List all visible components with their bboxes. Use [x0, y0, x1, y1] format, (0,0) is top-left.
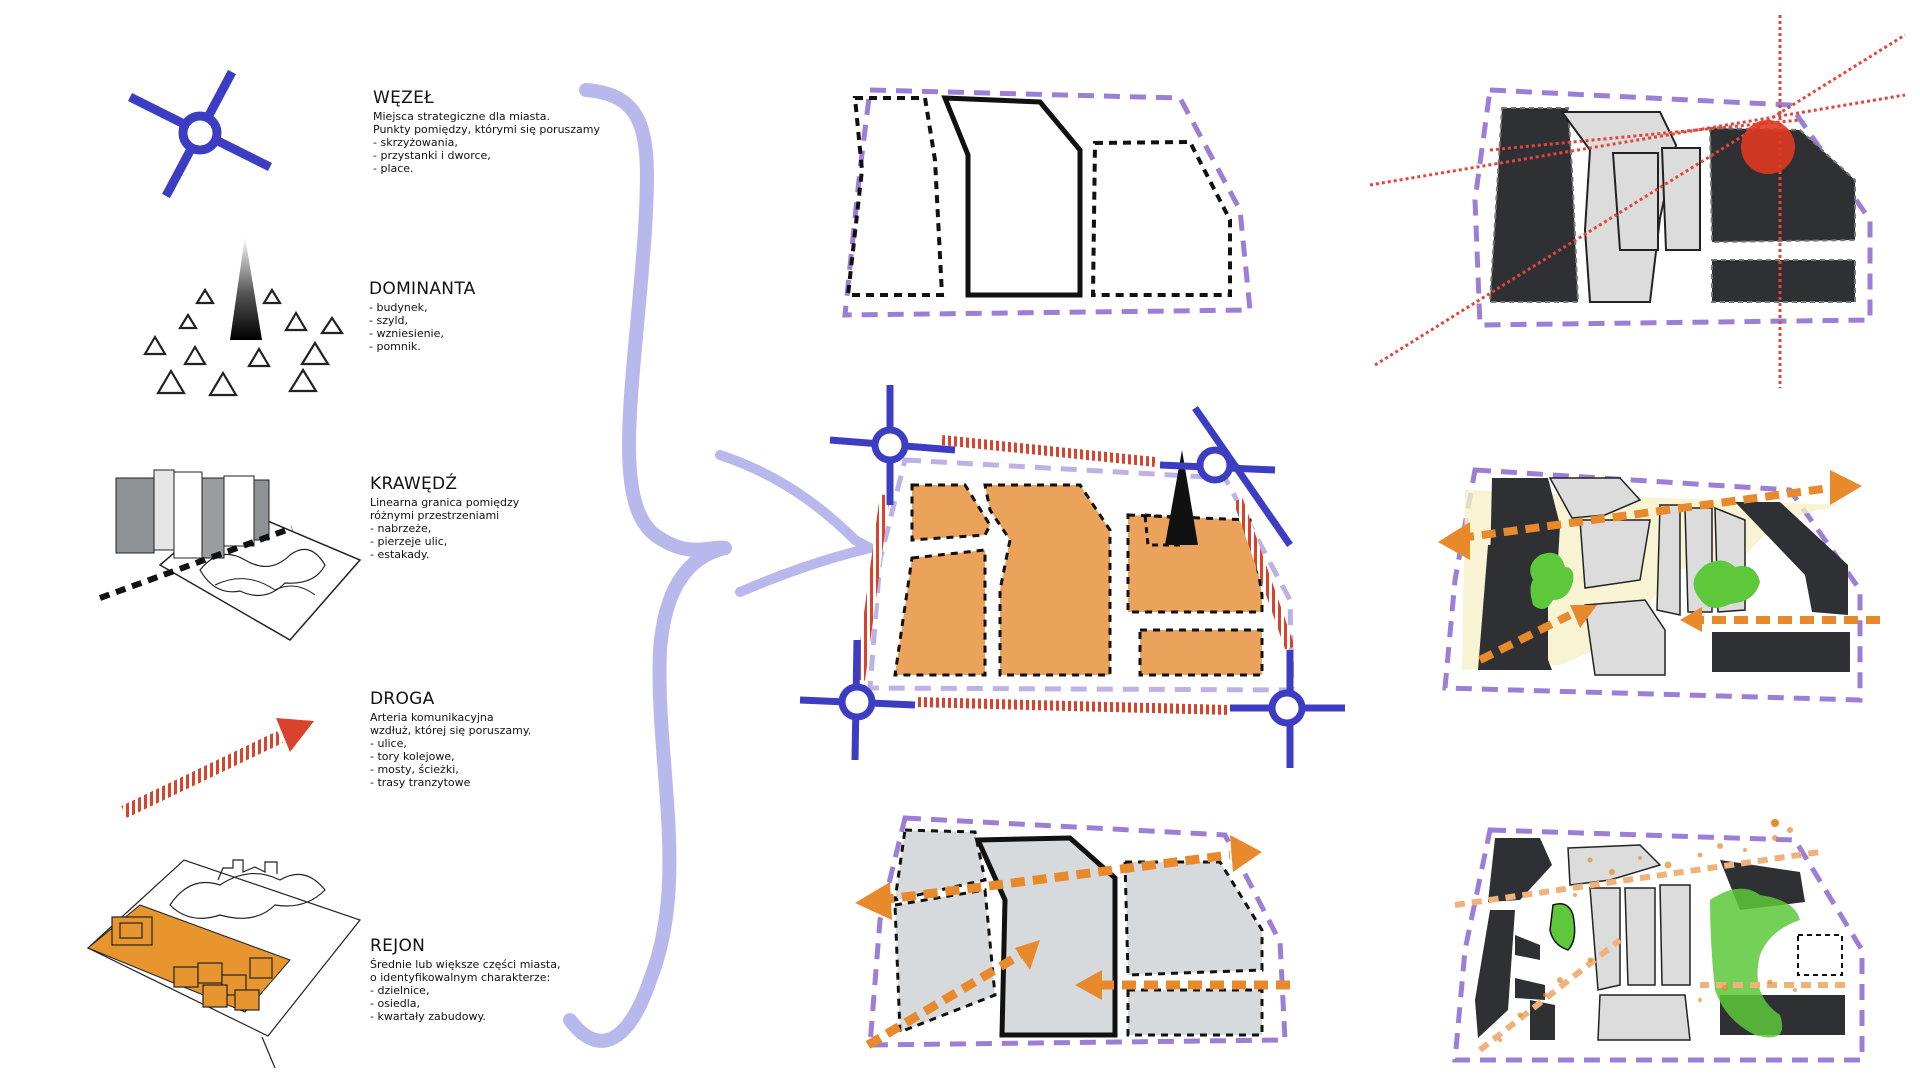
brace-arrow [715, 450, 875, 597]
legend-title: DOMINANTA [369, 279, 476, 299]
legend-line: - pomnik. [369, 340, 421, 353]
map-greens [1438, 467, 1880, 703]
map-path-arrows [855, 815, 1290, 1049]
legend-line: - mosty, ścieżki, [370, 763, 459, 776]
legend-line: - osiedla, [370, 997, 421, 1010]
node-icon [127, 69, 273, 199]
legend-title: WĘZEŁ [373, 88, 434, 108]
legend-item-district: REJON Średnie lub większe części miasta,… [370, 936, 561, 1023]
legend-title: DROGA [370, 689, 435, 709]
legend-line: Średnie lub większe części miasta, [370, 958, 561, 971]
legend-item-path: DROGA Arteria komunikacyjna wzdłuż, któr… [370, 689, 531, 789]
legend-line: Linearna granica pomiędzy [370, 496, 520, 509]
legend-item-edge: KRAWĘDŹ Linearna granica pomiędzy różnym… [370, 474, 519, 561]
brace-connector [563, 83, 732, 1048]
legend-line: - pierzeje ulic, [370, 535, 448, 548]
map-district-outline [842, 87, 1253, 318]
legend-line: - wzniesienie, [369, 327, 444, 340]
legend-item-landmark: DOMINANTA - budynek, - szyld, - wzniesie… [369, 279, 476, 353]
legend-line: wzdłuż, której się poruszamy. [370, 724, 532, 737]
legend-line: - place. [373, 162, 414, 175]
legend-line: - budynek, [369, 301, 428, 314]
legend-line: - nabrzeże, [370, 522, 432, 535]
path-arrow-icon [121, 718, 314, 818]
edge-icon [98, 469, 362, 641]
legend-line: różnymi przestrzeniami [370, 509, 500, 522]
legend-line: Miejsca strategiczne dla miasta. [373, 110, 550, 123]
legend-title: REJON [370, 936, 426, 956]
map-nodes-lines [1369, 15, 1906, 388]
legend-line: - szyld, [369, 314, 409, 327]
landmark-icon [143, 236, 345, 397]
legend-line: - trasy tranzytowe [370, 776, 471, 789]
legend-line: - dzielnice, [370, 984, 430, 997]
legend-line: Arteria komunikacyjna [370, 711, 494, 724]
legend-line: - estakady. [370, 548, 430, 561]
legend-title: KRAWĘDŹ [370, 474, 458, 494]
legend-line: - przystanki i dworce, [373, 149, 491, 162]
legend-line: o identyfikowalnym charakterze: [370, 971, 551, 984]
legend-line: - ulice, [370, 737, 407, 750]
legend-item-node: WĘZEŁ Miejsca strategiczne dla miasta. P… [373, 88, 600, 175]
legend-line: - kwartały zabudowy. [370, 1010, 486, 1023]
district-icon [86, 859, 361, 1069]
map-synthesis [799, 385, 1345, 768]
legend-line: Punkty pomiędzy, którymi się poruszamy [373, 123, 601, 136]
map-full-synthesis [1452, 819, 1865, 1063]
legend-line: - skrzyżowania, [373, 136, 458, 149]
legend-line: - tory kolejowe, [370, 750, 455, 763]
